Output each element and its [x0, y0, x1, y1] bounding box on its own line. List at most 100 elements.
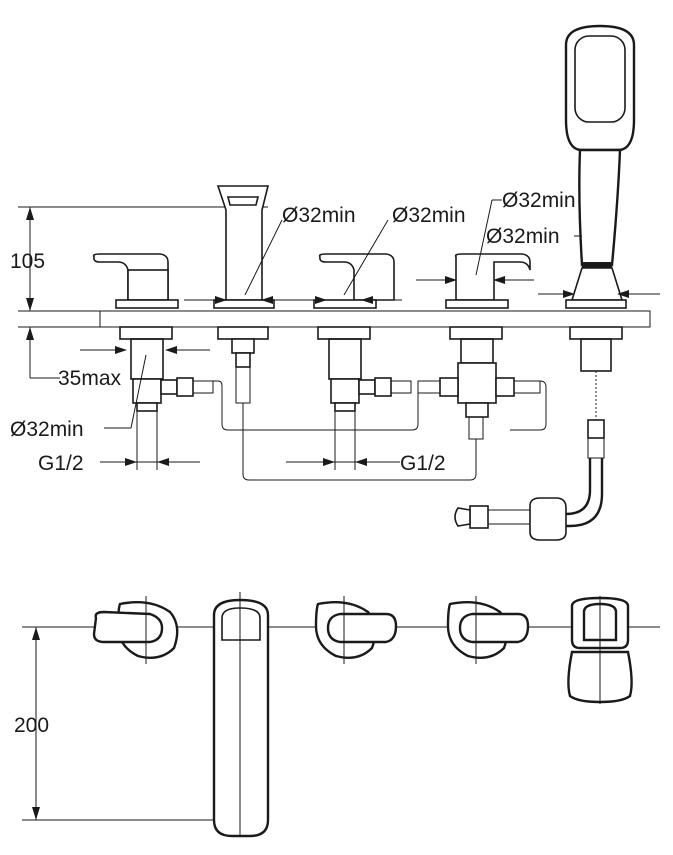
valve-3-diverter-body — [457, 362, 497, 404]
spout-hole-diameter: Ø32min — [282, 204, 356, 227]
valve-3-right-connector — [495, 377, 515, 397]
valve-2-side-connector — [358, 379, 376, 395]
g12-left-label: G1/2 — [38, 452, 84, 475]
valve-1-hole-diameter: Ø32min — [10, 418, 84, 441]
spout-plan — [212, 592, 270, 838]
countertop-deck — [99, 310, 651, 328]
valve-2-arrow-right — [361, 296, 373, 304]
shower-arrow-left — [563, 290, 575, 298]
hand-shower-hose-connector — [587, 419, 605, 439]
spout-hose — [235, 366, 251, 404]
valve-1-outlet-body — [132, 378, 162, 404]
valve-3-elevation — [416, 199, 541, 440]
valve-2-hole-diameter: Ø32min — [392, 204, 466, 227]
valve-3-arrow-right — [493, 276, 505, 284]
valve-2-thread — [328, 338, 362, 380]
valve-3-phi-leader — [475, 199, 493, 276]
elevation-view: 105 35max Ø32min — [10, 24, 660, 541]
valve-1-arrowhead-left — [115, 346, 127, 354]
valve-2-lever — [318, 253, 395, 301]
spout-nut — [217, 326, 269, 340]
hand-shower-thread — [580, 338, 612, 372]
valve-1-phi-leader-diag — [130, 354, 147, 429]
valve-2-phi-leader — [343, 219, 389, 296]
shower-arrow-right — [617, 290, 629, 298]
valve-1-outlet-tail — [136, 402, 158, 412]
valve-1-body — [127, 269, 169, 301]
hand-shower-hose-link — [487, 509, 531, 525]
hand-shower-spray-face — [574, 35, 626, 123]
valve-1-thread — [130, 338, 164, 380]
valve-2-arrow-left — [315, 296, 327, 304]
valve-2-elevation — [284, 219, 412, 412]
valve-3-arrow-left — [445, 276, 457, 284]
plan-view: 200 — [14, 592, 660, 838]
hand-shower-handle — [578, 148, 622, 267]
valve-2-nut-top — [317, 326, 371, 340]
dim-35max-label: 35max — [58, 367, 122, 390]
spout-plan-outline — [212, 598, 270, 838]
hose-routing-loop-right — [510, 380, 547, 431]
g12-right-label: G1/2 — [400, 452, 446, 475]
dim-105-arrow-top — [26, 207, 34, 220]
spout-body — [216, 185, 270, 301]
dim-200-label: 200 — [14, 714, 49, 737]
valve-1-arrowhead-right — [165, 346, 177, 354]
valve-1-elevation — [80, 253, 214, 429]
hand-shower-hose-bottom — [587, 437, 605, 459]
g12-right-arrow-b — [355, 458, 367, 466]
hand-shower-weight — [529, 497, 567, 541]
valve-3-lever — [454, 253, 531, 301]
valve-1-plan-lever — [92, 610, 164, 644]
spout-plan-inner — [221, 607, 261, 641]
shower-hole-diameter: Ø32min — [486, 225, 560, 248]
g12-left-arrow-b — [157, 458, 169, 466]
valve-3-nut-top — [449, 326, 503, 340]
dim-200-arrow-bottom — [32, 807, 40, 820]
spout-elevation — [184, 185, 298, 404]
valve-3-hole-diameter: Ø32min — [502, 189, 576, 212]
valve-2-hose-nut — [374, 377, 392, 397]
g12-left-arrow-a — [125, 458, 137, 466]
valve-3-plan-lever — [458, 612, 530, 644]
hand-shower-rosette — [565, 299, 627, 309]
dim-35max-arrow — [26, 327, 34, 340]
hand-shower-elevation — [454, 24, 660, 541]
valve-2-plan — [314, 596, 398, 664]
dim-105-label: 105 — [10, 250, 45, 273]
hand-shower-holder — [570, 267, 624, 301]
valve-3-plan — [446, 596, 530, 664]
hand-shower-head — [564, 24, 636, 152]
dim-105-arrow-bottom — [26, 298, 34, 311]
valve-1-plan — [92, 596, 179, 664]
valve-3-left-connector — [439, 377, 459, 397]
hand-shower-hose-end-nut — [469, 505, 489, 529]
valve-3-rosette — [445, 299, 509, 309]
hand-shower-plan — [567, 596, 633, 704]
hand-shower-hose-end — [454, 507, 471, 527]
spout-outlet — [226, 196, 260, 206]
valve-2-plan-lever — [326, 612, 398, 644]
valve-3-right-hose — [513, 380, 541, 394]
valve-2-outlet-body — [330, 378, 360, 404]
spout-arrow-right — [261, 296, 273, 304]
hand-shower-nut — [569, 326, 623, 340]
spout-stem — [231, 338, 255, 354]
valve-1-side-connector — [160, 379, 178, 395]
g12-right-arrow-a — [323, 458, 335, 466]
valve-1-nut-top — [119, 326, 173, 340]
valve-3-outlet — [465, 402, 489, 418]
valve-2-hose — [390, 380, 412, 394]
hose-routing-loop-spout — [242, 403, 477, 481]
valve-3-thread — [460, 338, 494, 364]
hand-shower-grip-band — [582, 262, 612, 268]
valve-3-left-hose — [417, 380, 441, 394]
spout-stem-lower — [235, 352, 251, 368]
valve-2-outlet-tail — [334, 402, 356, 412]
spout-phi-leader — [244, 219, 283, 296]
valve-2-rosette — [313, 299, 377, 309]
valve-1-rosette — [115, 299, 179, 309]
dim-200-arrow-top — [32, 627, 40, 640]
spout-arrow-left — [215, 296, 227, 304]
